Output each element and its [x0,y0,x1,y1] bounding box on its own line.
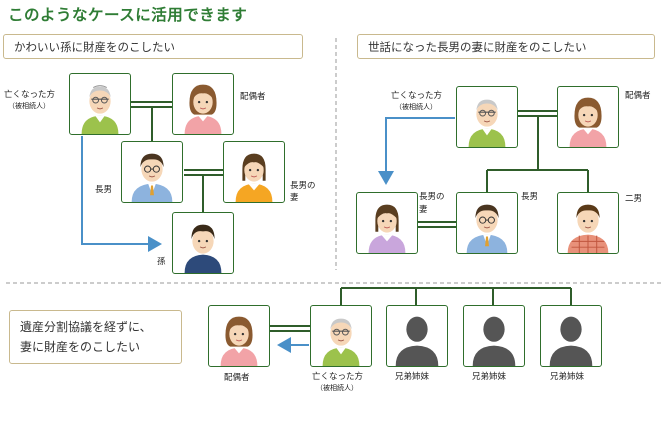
silhouette-icon [549,316,593,366]
panel-a-eldest-son-wife-label-1: 長男の [290,181,316,191]
panel-b-eldest-son-wife-label-1: 長男の [419,192,445,202]
woman-icon [184,84,222,134]
man-plaid-icon [567,204,609,253]
panel-b-eldest-son-wife-portrait [356,192,418,254]
panel-a-heading-text: かわいい孫に財産をのこしたい [14,39,175,54]
panel-a-spouse-label: 配偶者 [240,92,266,102]
panel-c-heading: 遺産分割協議を経ずに、 妻に財産をのこしたい [9,310,182,364]
panel-a-eldest-son-label: 長男 [95,185,113,195]
panel-c-family-lines [270,287,572,332]
panel-a-grandchild-portrait [172,212,234,274]
panel-a-spouse-portrait [172,73,234,135]
panel-b-eldest-son-wife-label-2: 妻 [419,205,428,215]
man-glasses-icon [466,204,508,253]
panel-a-deceased-portrait [69,73,131,135]
panel-a-arrow [81,136,162,252]
elderly-man-icon [468,99,506,147]
panel-a-heading: かわいい孫に財産をのこしたい [3,34,303,59]
panel-c-sibling-2-label: 兄弟姉妹 [472,372,507,382]
boy-icon [184,224,222,273]
panel-b-family-lines [418,110,589,228]
panel-c-heading-line1: 遺産分割協議を経ずに、 [20,320,152,334]
panel-c-deceased-sublabel: （被相続人） [316,384,358,392]
panel-a-eldest-son-wife-portrait [223,141,285,203]
woman-icon [220,316,258,366]
panel-c-sibling-3-label: 兄弟姉妹 [550,372,585,382]
panel-a-grandchild-label: 孫 [157,257,166,267]
panel-a-eldest-son-wife-label-2: 妻 [290,193,299,203]
young-woman-icon [368,204,406,253]
panel-b-deceased-label: 亡くなった方 [391,91,443,101]
panel-a-deceased-label: 亡くなった方 [4,90,56,100]
panel-c-sibling-2-portrait [463,305,525,367]
young-woman-icon [235,153,273,202]
panel-a-family-lines [131,101,223,212]
panel-b-spouse-label: 配偶者 [625,91,651,101]
panel-c-deceased-label: 亡くなった方 [312,372,364,382]
panel-b-heading: 世話になった長男の妻に財産をのこしたい [357,34,655,59]
panel-c-heading-line2: 妻に財産をのこしたい [20,340,141,354]
panel-c-deceased-portrait [310,305,372,367]
panel-b-deceased-sublabel: （被相続人） [395,103,437,111]
panel-b-eldest-son-label: 長男 [521,192,539,202]
panel-a-deceased-sublabel: （被相続人） [8,102,50,110]
panel-b-second-son-portrait [557,192,619,254]
panel-c-spouse-portrait [208,305,270,367]
man-glasses-icon [131,153,173,202]
panel-c-spouse-label: 配偶者 [224,373,250,383]
elderly-man-icon [81,85,119,134]
panel-b-arrow [378,117,455,185]
page-title: このようなケースに活用できます [8,6,248,24]
panel-b-eldest-son-portrait [456,192,518,254]
woman-icon [569,97,607,147]
panel-b-second-son-label: 二男 [625,194,643,204]
panel-b-spouse-portrait [557,86,619,148]
panel-c-sibling-1-portrait [386,305,448,367]
panel-b-deceased-portrait [456,86,518,148]
elderly-man-icon [322,318,360,366]
panel-b-heading-text: 世話になった長男の妻に財産をのこしたい [368,39,587,54]
silhouette-icon [472,316,516,366]
panel-dividers [6,38,664,284]
panel-c-sibling-1-label: 兄弟姉妹 [395,372,430,382]
silhouette-icon [395,316,439,366]
panel-c-sibling-3-portrait [540,305,602,367]
panel-a-eldest-son-portrait [121,141,183,203]
